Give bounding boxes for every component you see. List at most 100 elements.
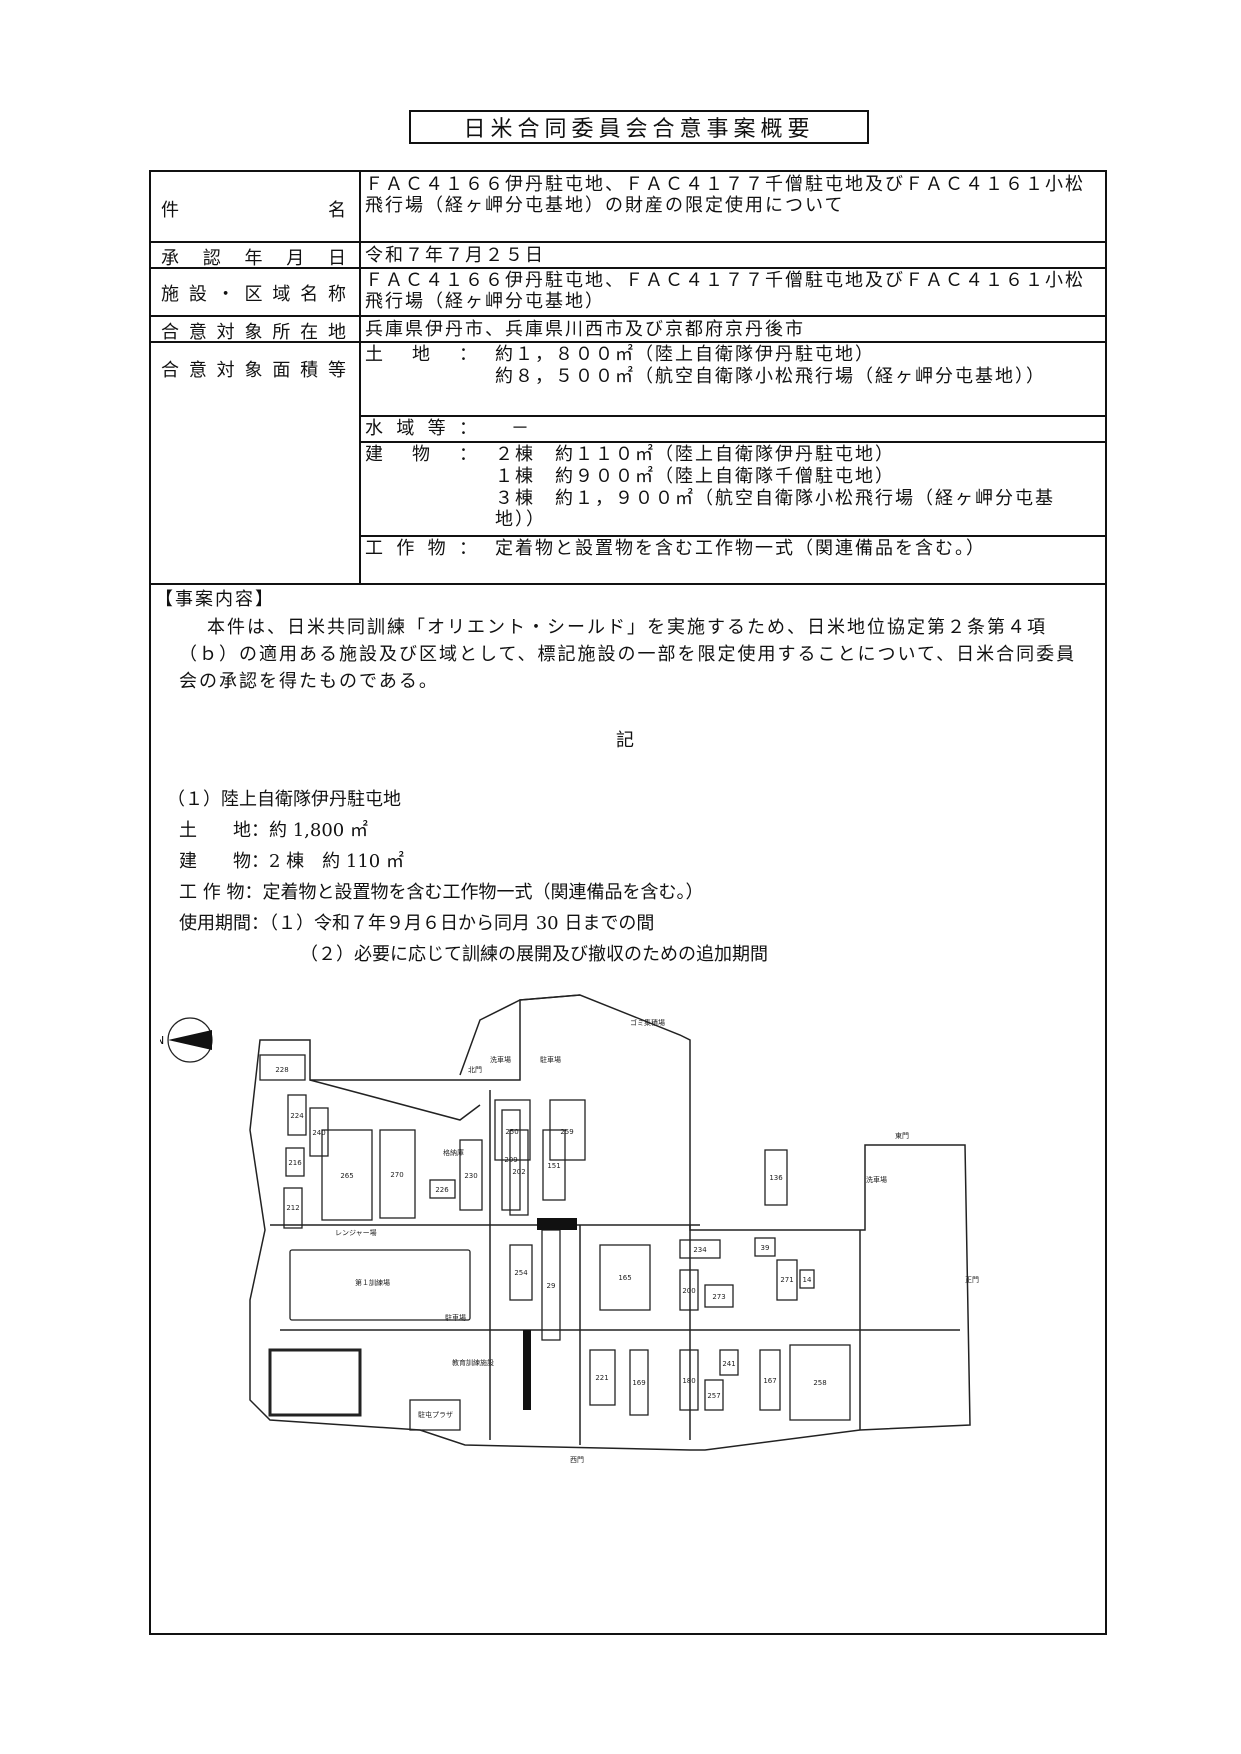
building-265 [321,1129,373,1221]
map-label: 230 [464,1172,477,1180]
building-230 [459,1139,483,1211]
value-facility-name: ＦＡＣ４１６６伊丹駐屯地、ＦＡＣ４１７７千僧駐屯地及びＦＡＣ４１６１小松飛行場（… [365,270,1085,312]
map-label: 180 [682,1377,695,1385]
building-value-2: １棟 約９００㎡（陸上自衛隊千僧駐屯地） [495,466,895,487]
map-label: レンジャー場 [335,1228,377,1237]
map-label: 216 [288,1159,302,1167]
building-line: 建 物：2 棟 約 110 ㎡ [179,851,404,872]
value-approval-date: 令和７年７月２５日 [365,245,545,266]
map-label: 北門 [468,1066,482,1074]
row-divider [360,441,1105,443]
building-151 [542,1129,566,1201]
building-value-1: ２棟 約１１０㎡（陸上自衛隊伊丹駐屯地） [495,444,895,465]
building-221 [589,1349,616,1406]
land-value-1: 約１，８００㎡（陸上自衛隊伊丹駐屯地） [495,344,875,365]
map-label: 241 [722,1360,735,1368]
map-label: 洗車場 [866,1175,887,1184]
map-label: 駐屯プラザ [418,1410,453,1419]
map-label: 教育訓練施設 [452,1358,494,1367]
map-label: 151 [547,1162,560,1170]
column-divider [359,172,361,583]
label-area: 合意対象面積等 [161,360,349,381]
building-180 [679,1349,699,1411]
map-label: 228 [275,1066,288,1074]
structure-line: 工 作 物：定着物と設置物を含む工作物一式（関連備品を含む。） [179,882,704,903]
row-divider [151,267,1105,269]
map-label: 駐車場 [540,1055,561,1064]
map-label: 167 [763,1377,776,1385]
map-label: 駐車場 [445,1313,466,1322]
land-label: 土地： [365,344,479,365]
row-divider [151,241,1105,243]
map-label: 257 [707,1392,720,1400]
map-label: 14 [803,1276,812,1284]
site-map: N 250 259 228 224 240 216 212 265 270 23… [160,994,979,1464]
building-165 [599,1244,651,1311]
map-label: 29 [547,1282,556,1290]
pool [268,1348,362,1417]
building-228 [259,1054,306,1081]
building-273 [704,1284,734,1308]
map-label: 270 [390,1171,403,1179]
map-boundary [249,994,971,1451]
structure-label: 工作物： [365,538,479,559]
map-label: 第１訓練場 [355,1278,390,1287]
building-226 [429,1179,456,1199]
map-label: 209 [504,1156,517,1164]
water-value: － [511,418,531,439]
building-200 [679,1269,699,1311]
label-location: 合意対象所在地 [161,322,349,343]
map-label: 224 [290,1112,304,1120]
building-167 [759,1349,781,1411]
building-212 [283,1187,303,1229]
building-258 [789,1344,851,1421]
map-label: 212 [286,1204,299,1212]
row-divider [360,535,1105,537]
building-value-3: ３棟 約１，９００㎡（航空自衛隊小松飛行場（経ヶ岬分屯基地）） [495,488,1055,530]
building-169 [629,1349,649,1416]
building-209 [501,1109,521,1211]
value-item: ＦＡＣ４１６６伊丹駐屯地、ＦＡＣ４１７７千僧駐屯地及びＦＡＣ４１６１小松飛行場（… [365,174,1085,216]
row-divider [151,315,1105,317]
building-202 [509,1129,529,1216]
period-line-2: （２）必要に応じて訓練の展開及び撤収のための追加期間 [300,944,768,965]
building-224 [287,1094,307,1136]
map-label: 271 [780,1276,793,1284]
building-250 [494,1099,531,1161]
map-label: 洗車場 [490,1055,511,1064]
map-label: N [160,1034,164,1047]
map-label: 273 [712,1293,725,1301]
row-divider [151,341,1105,343]
target-area-2 [523,1330,531,1410]
map-label: 136 [769,1174,783,1182]
map-label: 254 [514,1269,528,1277]
map-label: 221 [595,1374,608,1382]
structure-value: 定着物と設置物を含む工作物一式（関連備品を含む。） [495,538,986,559]
map-label: 169 [632,1379,645,1387]
land-value-2: 約８，５００㎡（航空自衛隊小松飛行場（経ヶ岬分屯基地）） [495,366,1046,387]
map-label: 250 [505,1128,518,1136]
map-label: 240 [312,1129,325,1137]
row-divider [360,415,1105,417]
map-label: 265 [340,1172,353,1180]
building-234 [679,1239,721,1259]
building-label: 建物： [365,444,479,465]
ki-mark: 記 [616,730,636,751]
period-line-1: 使用期間：（１）令和７年９月６日から同月 30 日までの間 [179,913,655,934]
compass-icon: N [160,1017,213,1063]
target-area-1 [537,1218,577,1230]
building-270 [379,1129,416,1219]
map-label: ゴミ集積場 [630,1018,665,1027]
water-label: 水域等： [365,418,479,439]
row-divider [151,583,1105,585]
building-136 [764,1149,788,1206]
training-ground-1 [289,1249,471,1321]
label-item: 件名 [161,200,349,221]
map-label: 202 [512,1168,525,1176]
section-title: （１）陸上自衛隊伊丹駐屯地 [167,789,401,810]
map-label: 東門 [895,1131,909,1140]
building-240 [309,1107,329,1157]
building-39 [754,1237,776,1257]
map-label: 258 [813,1379,826,1387]
content-heading: 【事案内容】 [155,589,275,610]
